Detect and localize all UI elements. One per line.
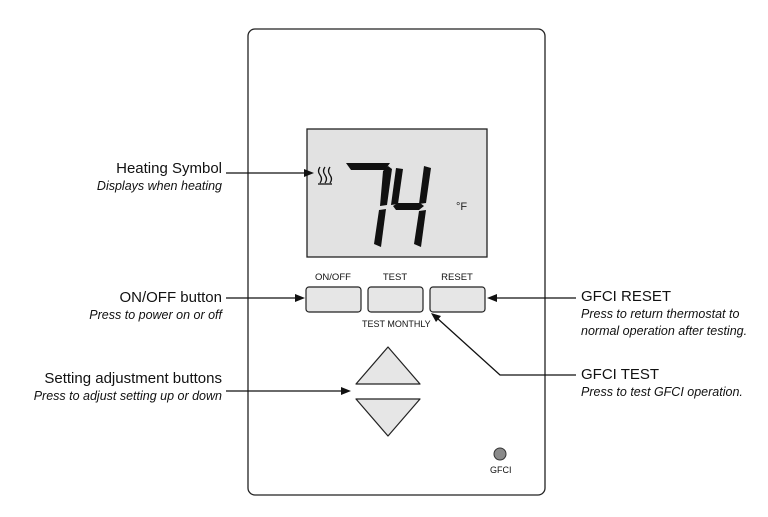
test-callout-subtitle: Press to test GFCI operation.	[581, 385, 743, 399]
reset-button[interactable]	[429, 286, 486, 313]
setting-callout-subtitle: Press to adjust setting up or down	[33, 389, 222, 403]
gfci-label: GFCI	[490, 465, 512, 475]
heating-callout-title: Heating Symbol	[116, 160, 222, 177]
reset-callout-subtitle-line2: normal operation after testing.	[581, 324, 748, 338]
on-off-button[interactable]	[305, 286, 362, 313]
reset-callout-title: GFCI RESET	[581, 288, 672, 305]
temperature-readout: 74	[346, 163, 432, 247]
temperature-unit: °F	[456, 201, 468, 213]
reset-callout-subtitle-line1: Press to return thermostat to	[581, 307, 740, 321]
gfci-indicator-light	[493, 447, 507, 461]
reset-callout: GFCI RESET Press to return thermostat to…	[581, 288, 747, 340]
reset-label: RESET	[441, 272, 473, 283]
setting-callout-title: Setting adjustment buttons	[44, 370, 222, 387]
test-label: TEST	[382, 272, 408, 283]
temperature-digit-4	[391, 166, 431, 247]
heating-callout: Heating Symbol Displays when heating	[97, 160, 222, 195]
onoff-callout-arrowhead	[295, 294, 305, 302]
heating-callout-subtitle: Displays when heating	[96, 179, 222, 193]
test-callout: GFCI TEST Press to test GFCI operation.	[581, 366, 743, 401]
reset-callout-arrowhead	[487, 294, 497, 302]
onoff-callout-title: ON/OFF button	[119, 289, 222, 306]
setting-callout: Setting adjustment buttons Press to adju…	[34, 370, 222, 405]
setting-callout-arrowhead	[341, 387, 351, 395]
test-callout-arrowhead	[431, 313, 441, 322]
increase-setting-button[interactable]	[355, 346, 421, 385]
test-callout-line	[436, 317, 576, 376]
decrease-setting-button[interactable]	[355, 398, 421, 437]
temperature-digit-7	[346, 163, 392, 247]
test-button[interactable]	[367, 286, 424, 313]
onoff-callout: ON/OFF button Press to power on or off	[89, 289, 222, 324]
on-off-label: ON/OFF	[315, 272, 351, 283]
heating-symbol-icon	[317, 166, 333, 185]
heating-callout-arrowhead	[304, 169, 314, 177]
test-callout-title: GFCI TEST	[581, 366, 660, 383]
onoff-callout-subtitle: Press to power on or off	[89, 308, 222, 322]
test-monthly-label: TEST MONTHLY	[362, 319, 431, 329]
